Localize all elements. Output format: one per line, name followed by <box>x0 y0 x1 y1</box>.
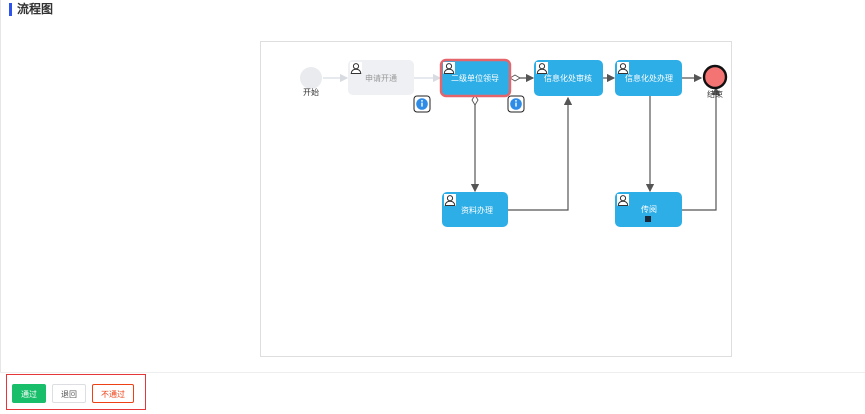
info-icon[interactable] <box>507 95 525 113</box>
end-node[interactable]: 结束 <box>702 64 728 99</box>
node-leader[interactable]: 二级单位领导 <box>439 58 512 98</box>
node-label: 资料办理 <box>461 205 493 215</box>
flowchart-canvas: 开始 申请开通 二级单位领导 <box>260 41 732 357</box>
user-icon <box>350 62 362 74</box>
user-icon <box>536 62 548 74</box>
section-header: 流程图 <box>9 2 53 16</box>
node-label: 信息化处审核 <box>544 73 592 83</box>
footer-divider <box>0 372 865 373</box>
edge-supplement-review <box>508 96 573 211</box>
edge-source-diamond-2 <box>471 94 479 106</box>
multi-instance-icon <box>645 216 651 222</box>
node-circulate[interactable]: 传阅 <box>615 192 682 227</box>
user-icon <box>617 194 629 206</box>
info-icon[interactable] <box>413 95 431 113</box>
section-title: 流程图 <box>17 2 54 16</box>
start-node[interactable]: 开始 <box>300 67 322 97</box>
pass-button[interactable]: 通过 <box>12 384 46 403</box>
user-icon <box>444 194 456 206</box>
node-apply[interactable]: 申请开通 <box>348 60 414 95</box>
user-icon <box>617 62 629 74</box>
node-label: 传阅 <box>641 204 657 214</box>
edge-source-diamond <box>509 74 521 82</box>
node-label: 二级单位领导 <box>451 73 499 83</box>
user-icon <box>443 62 455 74</box>
flowchart-diagram: 开始 申请开通 二级单位领导 <box>300 58 728 227</box>
title-accent-bar <box>9 2 12 16</box>
edge-circulate-end <box>682 86 721 211</box>
node-info-review[interactable]: 信息化处审核 <box>534 60 603 96</box>
start-label: 开始 <box>303 87 319 97</box>
node-label: 申请开通 <box>365 73 397 83</box>
node-supplement[interactable]: 资料办理 <box>442 192 508 227</box>
end-label: 结束 <box>707 89 723 99</box>
return-button[interactable]: 退回 <box>52 384 86 403</box>
reject-button[interactable]: 不通过 <box>92 384 134 403</box>
node-label: 信息化处办理 <box>625 73 673 83</box>
node-info-handle[interactable]: 信息化处办理 <box>615 60 682 96</box>
left-border <box>0 0 1 372</box>
action-button-group <box>6 374 146 410</box>
